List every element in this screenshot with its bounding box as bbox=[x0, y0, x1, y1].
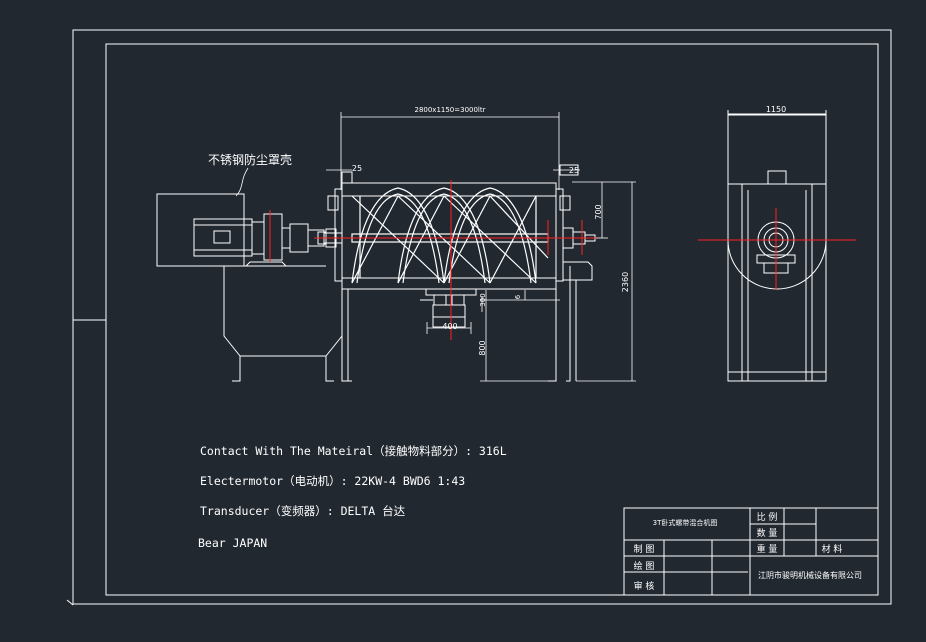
label-material: 材 料 bbox=[822, 543, 843, 555]
front-view bbox=[156, 164, 596, 382]
spec-transducer: Transducer（变频器）: DELTA 台达 bbox=[200, 504, 406, 518]
dim-800: 800 bbox=[478, 340, 487, 355]
dim-right-25: 25 bbox=[569, 166, 579, 175]
dimension-labels: 2800x1150=3000ltr 25 25 700 2360 300 6 4… bbox=[208, 105, 786, 356]
front-dimensions bbox=[235, 112, 636, 382]
spec-contact-material: Contact With The Mateiral（接触物料部分）: 316L bbox=[200, 444, 507, 458]
dim-top-label: 2800x1150=3000ltr bbox=[414, 106, 485, 114]
spec-bearing: Bear JAPAN bbox=[198, 536, 267, 550]
drawing-frame bbox=[66, 29, 892, 606]
label-scale: 比 例 bbox=[757, 511, 778, 523]
drawing-name: 3T卧式螺带混合机图 bbox=[653, 518, 718, 527]
dim-2360: 2360 bbox=[621, 272, 630, 292]
dim-left-25: 25 bbox=[352, 164, 362, 173]
dim-300: 300 bbox=[479, 293, 487, 306]
specifications: Contact With The Mateiral（接触物料部分）: 316L … bbox=[198, 444, 507, 550]
dim-side-1150: 1150 bbox=[766, 105, 786, 114]
dim-700: 700 bbox=[594, 204, 603, 219]
company-name: 江阴市骏明机械设备有限公司 bbox=[758, 570, 862, 580]
dust-cover bbox=[156, 193, 245, 267]
dim-400: 400 bbox=[442, 322, 457, 331]
title-block bbox=[623, 507, 879, 596]
label-drafted: 绘 图 bbox=[634, 560, 655, 572]
cover-label: 不锈钢防尘罩壳 bbox=[208, 152, 292, 167]
front-centerlines bbox=[269, 180, 598, 340]
label-quantity: 数 量 bbox=[757, 527, 778, 539]
title-block-text: 3T卧式螺带混合机图 比 例 数 量 重 量 材 料 制 图 绘 图 审 核 江… bbox=[634, 511, 862, 592]
spec-motor: Electermotor（电动机）: 22KW-4 BWD6 1:43 bbox=[200, 474, 465, 488]
ribbon-helix bbox=[351, 187, 549, 284]
label-checked: 审 核 bbox=[634, 580, 655, 592]
side-centerlines bbox=[698, 208, 856, 290]
dim-6: 6 bbox=[514, 294, 522, 299]
label-drawn: 制 图 bbox=[634, 543, 655, 555]
label-weight: 重 量 bbox=[757, 543, 778, 555]
